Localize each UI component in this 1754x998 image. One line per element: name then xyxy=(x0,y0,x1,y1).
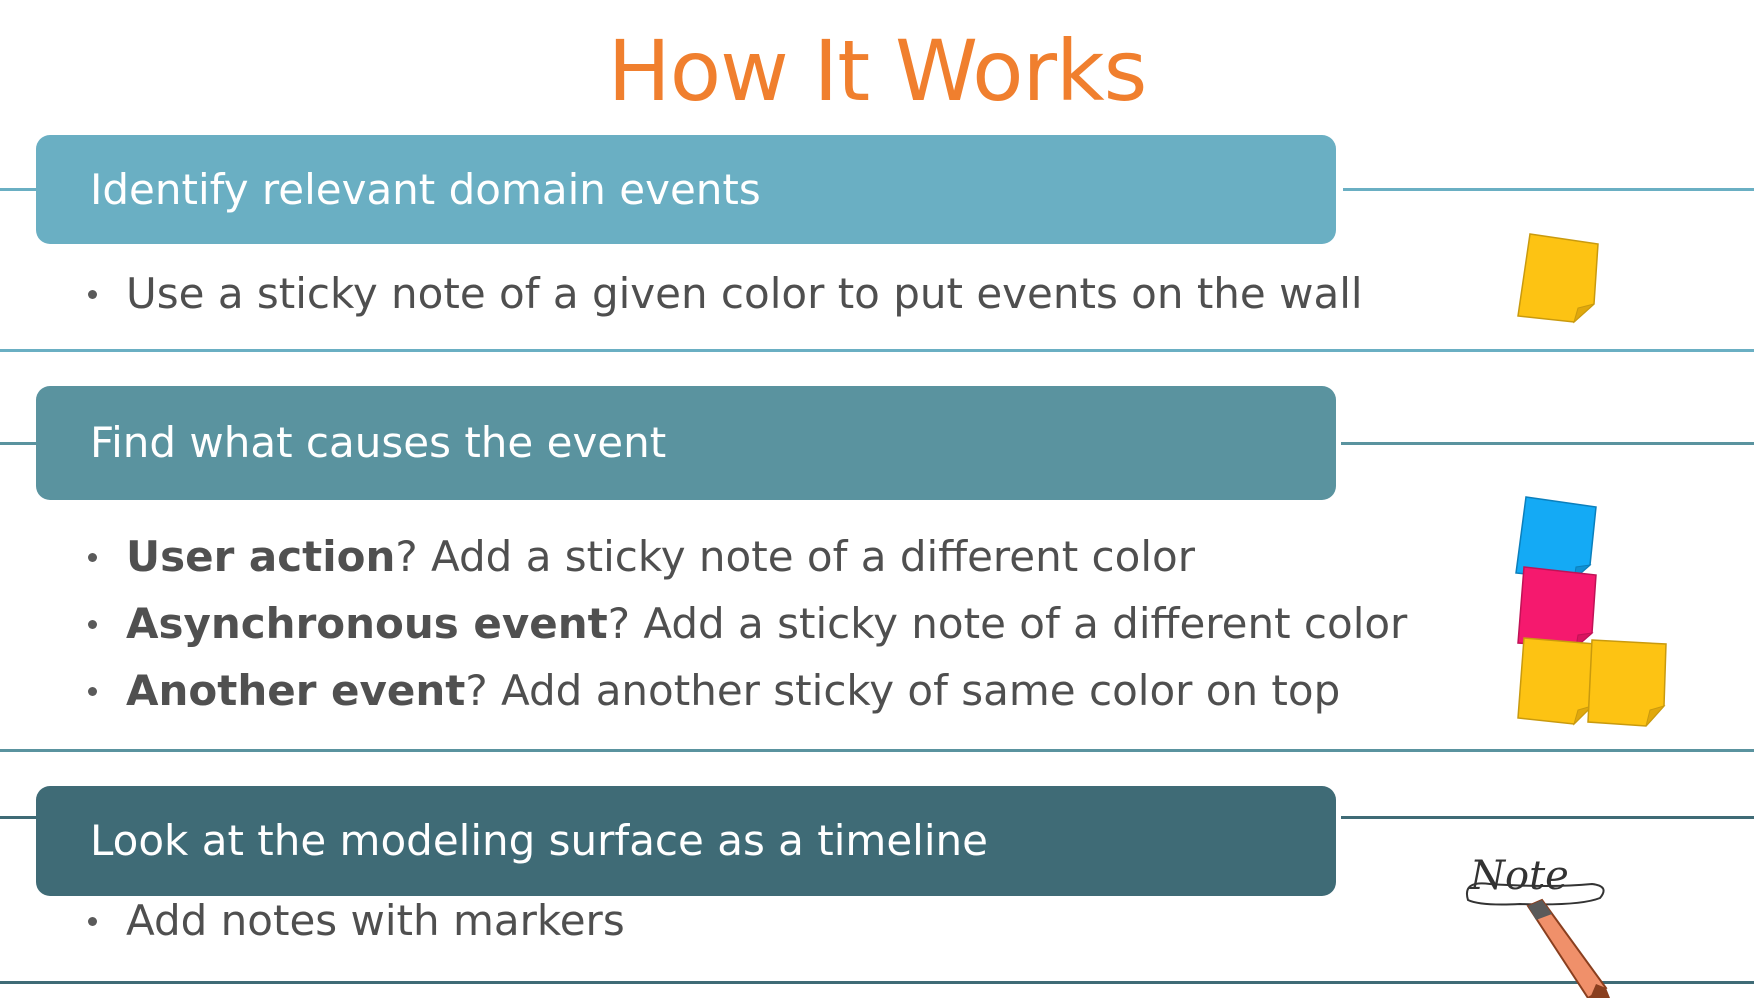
bullet-list-identify-events: Use a sticky note of a given color to pu… xyxy=(84,266,1363,322)
section-heading-text: Find what causes the event xyxy=(90,418,667,467)
section-heading-text: Look at the modeling surface as a timeli… xyxy=(90,816,988,865)
sticky-note-yellow-icon xyxy=(1517,637,1597,726)
bullet-text: Use a sticky note of a given color to pu… xyxy=(126,269,1363,318)
bullet-list-timeline: Add notes with markers xyxy=(84,893,625,949)
rule-band1-left xyxy=(0,188,36,191)
section-heading-find-causes: Find what causes the event xyxy=(36,386,1336,500)
bullet-item: User action? Add a sticky note of a diff… xyxy=(84,523,1407,590)
bullet-text: ? Add a sticky note of a different color xyxy=(607,599,1408,648)
sticky-note-yellow-icon xyxy=(1517,233,1599,324)
section-heading-identify-events: Identify relevant domain events xyxy=(36,135,1336,244)
bullet-bold-term: Asynchronous event xyxy=(126,599,608,648)
sticky-note-yellow-icon xyxy=(1587,639,1667,727)
bullet-list-find-causes: User action? Add a sticky note of a diff… xyxy=(84,523,1407,724)
marker-icon xyxy=(1466,882,1610,998)
rule-section1-bottom xyxy=(0,349,1754,352)
bullet-text: ? Add a sticky note of a different color xyxy=(395,532,1195,581)
bullet-item: Another event? Add another sticky of sam… xyxy=(84,657,1407,724)
bullet-item: Add notes with markers xyxy=(84,893,625,949)
bullet-bold-term: Another event xyxy=(126,666,466,715)
bullet-item: Asynchronous event? Add a sticky note of… xyxy=(84,590,1407,657)
rule-band2-right xyxy=(1341,442,1754,445)
sticky-note-blue-icon xyxy=(1515,496,1597,581)
rule-band3-left xyxy=(0,816,36,819)
bullet-item: Use a sticky note of a given color to pu… xyxy=(84,266,1363,322)
rule-band3-right xyxy=(1341,816,1754,819)
handwritten-note: Note xyxy=(1470,853,1569,899)
slide-title: How It Works xyxy=(607,22,1148,120)
rule-band2-left xyxy=(0,442,36,445)
section-heading-timeline: Look at the modeling surface as a timeli… xyxy=(36,786,1336,896)
bullet-text: ? Add another sticky of same color on to… xyxy=(465,666,1341,715)
sticky-note-pink-icon xyxy=(1517,566,1597,649)
rule-band1-right xyxy=(1343,188,1754,191)
section-heading-text: Identify relevant domain events xyxy=(90,164,761,214)
rule-section2-bottom xyxy=(0,749,1754,752)
bullet-text: Add notes with markers xyxy=(126,896,625,945)
rule-section3-bottom xyxy=(0,981,1754,984)
bullet-bold-term: User action xyxy=(126,532,396,581)
